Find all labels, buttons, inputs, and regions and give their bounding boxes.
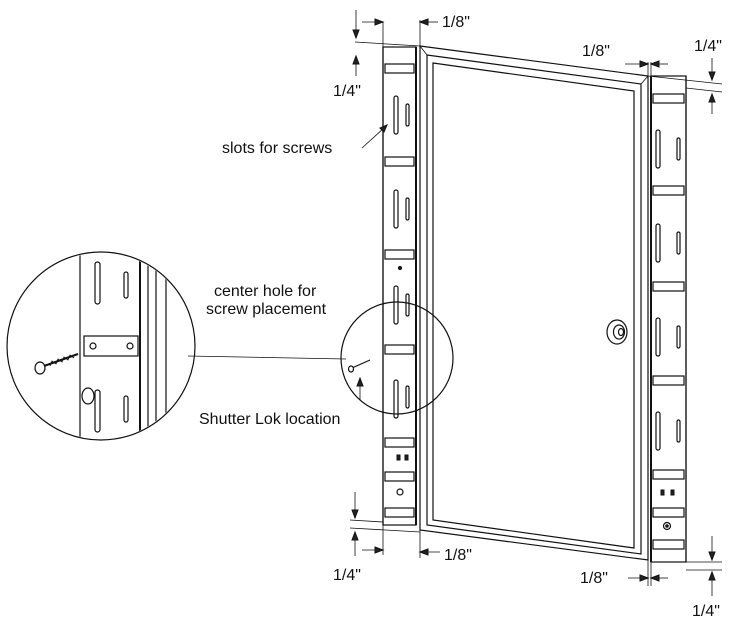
left-small-holes: [396, 265, 409, 496]
door-frame: [419, 45, 649, 561]
detail-zoom-circle: [6, 251, 196, 441]
screw-icon: [34, 353, 79, 375]
right-screw-slots: [655, 129, 681, 451]
bottom-left-gap-label: 1/8": [444, 547, 472, 564]
left-brackets: [384, 63, 415, 518]
door-knob-icon: [606, 319, 628, 345]
left-shutter-panel: [382, 46, 417, 526]
top-dimensions: [352, 10, 723, 114]
leader-lines: [356, 124, 388, 400]
bottom-left-offset-label: 1/4": [333, 567, 361, 584]
shutter-lok-label: Shutter Lok location: [199, 411, 340, 428]
zoom-connector-line: [187, 355, 347, 360]
right-small-holes: [660, 489, 675, 531]
top-right-offset-label: 1/4": [694, 38, 722, 55]
small-screw-icon: [347, 359, 371, 373]
center-hole-label-line1: center hole for: [214, 283, 317, 300]
small-zoom-circle: [340, 301, 454, 415]
bottom-right-offset-label: 1/4": [692, 603, 720, 620]
slots-for-screws-label: slots for screws: [222, 140, 332, 157]
top-right-gap-label: 1/8": [582, 43, 610, 60]
left-screw-slots: [393, 95, 410, 419]
center-hole-label-line2: screw placement: [206, 301, 327, 318]
top-left-offset-label: 1/4": [333, 83, 361, 100]
bottom-dimensions: [349, 492, 722, 596]
bottom-right-gap-label: 1/8": [580, 570, 608, 587]
right-brackets: [652, 93, 685, 550]
top-left-gap-label: 1/8": [442, 14, 470, 31]
right-shutter-panel: [650, 75, 687, 563]
